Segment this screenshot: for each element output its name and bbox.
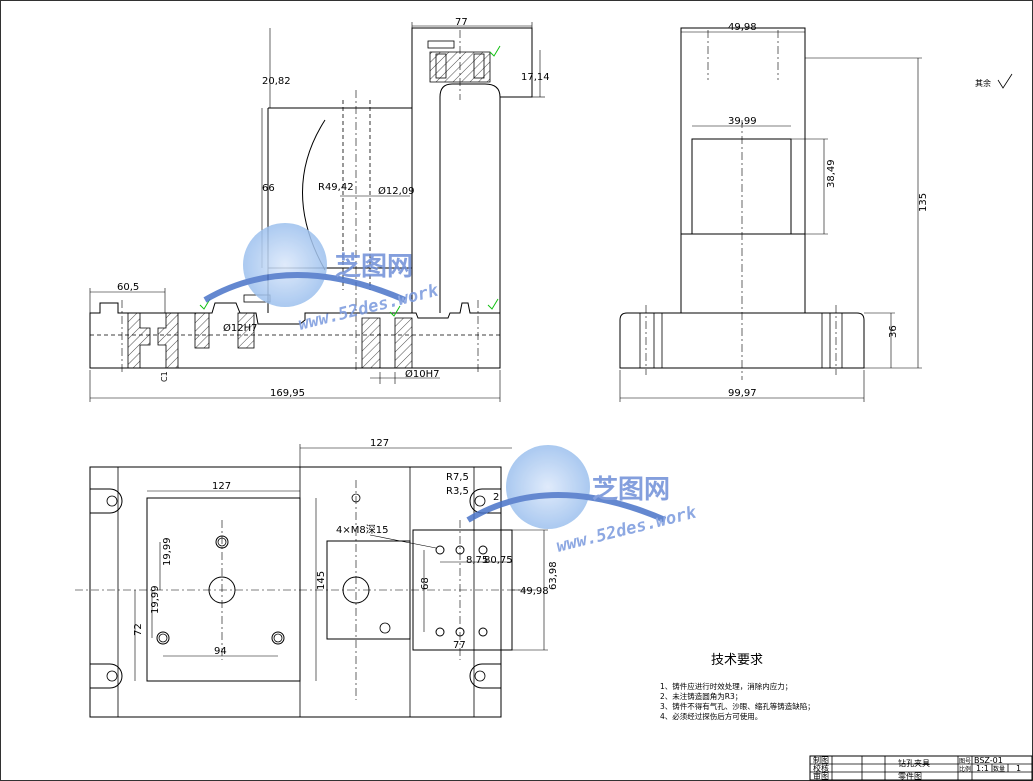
dim-front-top-width: 77 [455,17,468,28]
watermark-brand: 芝图网 [335,252,413,282]
dim-front-left-offset: 60,5 [117,282,139,293]
tech-item-4: 4、必须经过探伤后方可使用。 [660,711,762,721]
dim-front-radius: R49,42 [318,182,354,193]
top-hole-right [473,53,485,79]
dim-front-pin-hole: Ø12H7 [223,322,257,334]
dim-top-hole-y2: 19,99 [150,585,161,614]
front-view: 77 20,82 17,14 66 R49,42 Ø12,09 60,5 Ø12… [89,17,550,402]
dim-top-spacing2: 80,75 [484,555,513,566]
tb-scale: 1:1 [976,764,989,773]
check-mark-3 [487,298,499,310]
dim-top-block-height: 68 [420,577,431,590]
tb-drawn-label: 制图 [813,755,829,765]
watermark-globe-icon-2 [506,445,590,529]
side-view: 49,98 39,99 38,49 135 36 99,97 其余 [619,22,1013,402]
side-base [619,312,865,369]
tb-qty: 1 [1016,764,1021,773]
section-pin-left [194,312,210,349]
dim-top-r-small: R3,5 [446,486,469,497]
dim-top-thread: 4×M8深15 [336,524,388,536]
tb-drawing-type: 零件图 [898,771,922,781]
dim-side-base-width: 99,97 [728,388,757,399]
dim-front-center-hole: Ø10H7 [405,368,439,380]
top-view: 127 127 R7,5 R3,5 2 4×M8深15 8,75 80,75 1… [75,438,559,718]
dim-front-chamfer: C1 [160,371,169,382]
dim-front-overall-width: 169,95 [270,388,305,399]
tech-item-3: 3、铸件不得有气孔、沙眼、缩孔等铸造缺陷； [660,701,815,711]
tb-part-name: 钻孔夹具 [898,758,930,768]
dim-side-base-height: 36 [888,325,899,338]
top-hole-left [435,53,447,79]
dim-top-block-width: 49,98 [520,586,549,597]
top-center-block [299,466,411,718]
dim-top-right-width: 127 [370,438,389,449]
side-inner-rect [691,138,792,235]
tb-review-label: 审图 [813,771,829,781]
watermark-globe-icon [243,223,327,307]
dim-side-inner-height: 38,49 [826,159,837,188]
tb-code: BSZ-01 [974,756,1003,765]
check-mark-2 [199,298,211,310]
section-pin-right [237,312,255,349]
check-mark-4 [389,305,401,317]
tech-title: 技术要求 [711,653,763,668]
top-outer [89,466,502,718]
tech-requirements: 技术要求 1、铸件应进行时效处理，消除内应力； 2、未注铸造圆角为R3； 3、铸… [660,653,815,721]
section-left [127,312,151,369]
dim-top-r-small-num: 2 [493,492,499,503]
tech-item-2: 2、未注铸造圆角为R3； [660,691,742,701]
dim-top-hole-x: 94 [214,646,227,657]
dim-top-center-height: 145 [316,571,327,590]
front-base [89,302,501,369]
tb-qty-label: 数量 [993,765,1005,773]
tb-scale-label: 比例 [959,765,971,773]
check-mark-1 [489,45,501,57]
section-center-right [394,317,413,369]
dim-top-left-height: 72 [133,623,144,636]
dim-front-top-height: 20,82 [262,76,291,87]
dim-top-block-bottom: 77 [453,640,466,651]
dim-top-spacing: 8,75 [466,555,488,566]
title-block: 制图 校核 审图 钻孔夹具 零件图 图号 BSZ-01 比例 1:1 数量 1 [809,755,1033,781]
slot-br [469,663,501,689]
tol-frame-top [427,40,455,49]
roughness-note: 其余 [975,78,991,88]
tb-code-label: 图号 [959,758,971,765]
dim-side-top-width: 49,98 [728,22,757,33]
tb-check-label: 校核 [813,763,829,773]
dim-front-bore: Ø12,09 [378,185,415,197]
front-top-arc [439,83,501,98]
dim-front-top-right: 17,14 [521,72,550,83]
dim-top-left-width: 127 [212,481,231,492]
dim-side-inner-width: 39,99 [728,116,757,127]
dim-top-block-h2: 63,98 [548,561,559,590]
slot-bl [90,663,123,689]
dim-side-overall-height: 135 [918,193,929,212]
slot-tl [90,488,123,514]
watermark-brand-2: 芝图网 [592,475,670,505]
dim-top-r-large: R7,5 [446,472,469,483]
section-left2 [157,312,179,369]
roughness-symbol [997,73,1013,89]
dim-front-body-height: 66 [262,183,275,194]
section-center-left [361,317,381,369]
dim-top-hole-y1: 19,99 [162,537,173,566]
tech-item-1: 1、铸件应进行时效处理，消除内应力； [660,681,792,691]
watermark-2: 芝图网 www.52des.work [466,445,699,557]
side-column [680,27,806,314]
